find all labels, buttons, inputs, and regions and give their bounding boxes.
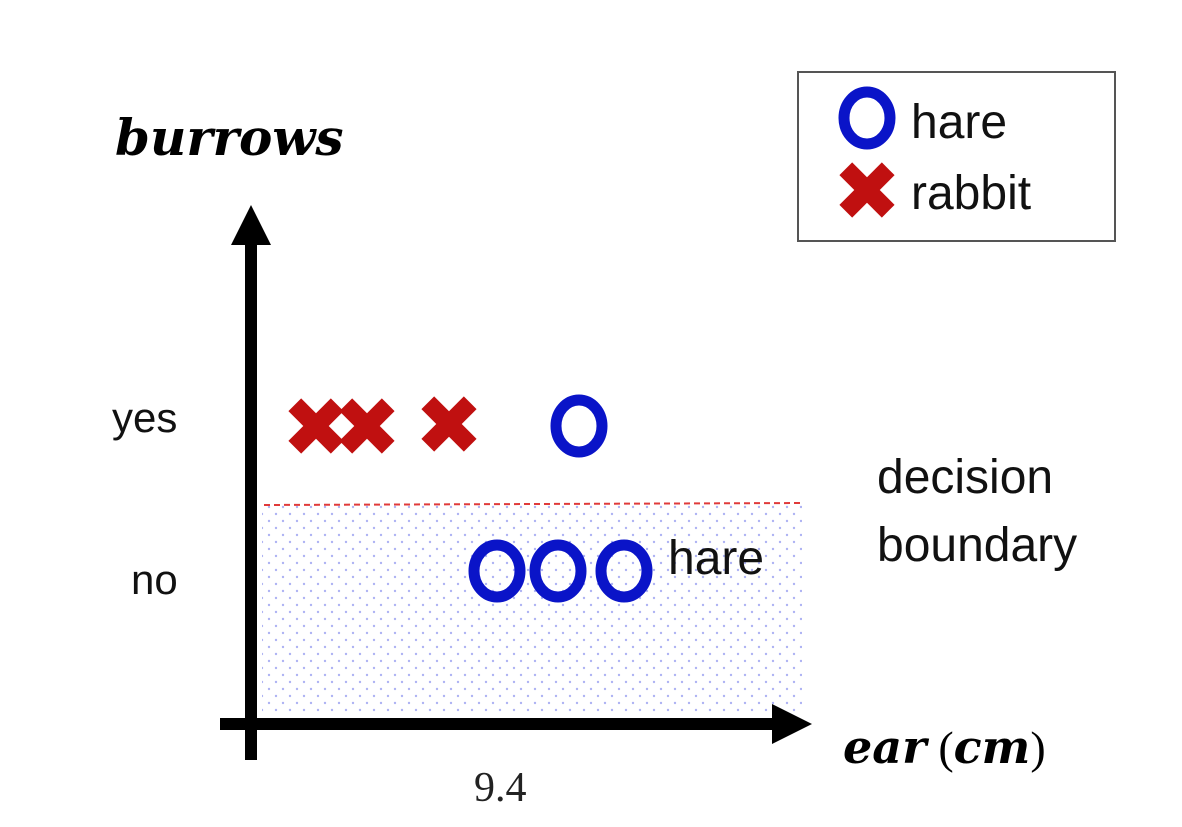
legend-hare-label: hare <box>911 96 1007 149</box>
hare-series <box>468 394 653 603</box>
x-axis-title-paren-open: ( <box>938 722 953 773</box>
legend-hare-marker <box>838 86 896 150</box>
x-tick-label: 9.4 <box>474 765 527 811</box>
y-axis-arrow <box>231 205 271 245</box>
rabbit-series <box>288 396 477 454</box>
rabbit-point <box>339 398 395 454</box>
hare-point <box>529 539 587 603</box>
y-tick-no: no <box>131 556 178 603</box>
axes <box>220 205 812 760</box>
hare-region-label: hare <box>668 532 764 585</box>
y-tick-yes: yes <box>112 394 177 441</box>
decision-boundary-label-line1: decision <box>877 451 1053 504</box>
hare-point <box>595 539 653 603</box>
x-axis-title: ear(cm) <box>843 720 1046 774</box>
hare-point <box>468 539 526 603</box>
x-axis-title-unit: cm <box>954 720 1031 774</box>
hare-point <box>550 394 608 458</box>
decision-boundary-label-line2: boundary <box>877 519 1077 572</box>
hare-region <box>262 504 802 714</box>
rabbit-point <box>421 396 477 452</box>
rabbit-point <box>288 398 344 454</box>
x-axis-title-paren-close: ) <box>1030 722 1045 773</box>
x-axis-title-var: ear <box>843 720 930 774</box>
legend-rabbit-marker <box>839 162 895 218</box>
x-axis-arrow <box>772 704 812 744</box>
legend: hare rabbit <box>797 71 1116 242</box>
legend-rabbit-label: rabbit <box>911 167 1031 220</box>
y-axis-title: burrows <box>115 108 344 167</box>
